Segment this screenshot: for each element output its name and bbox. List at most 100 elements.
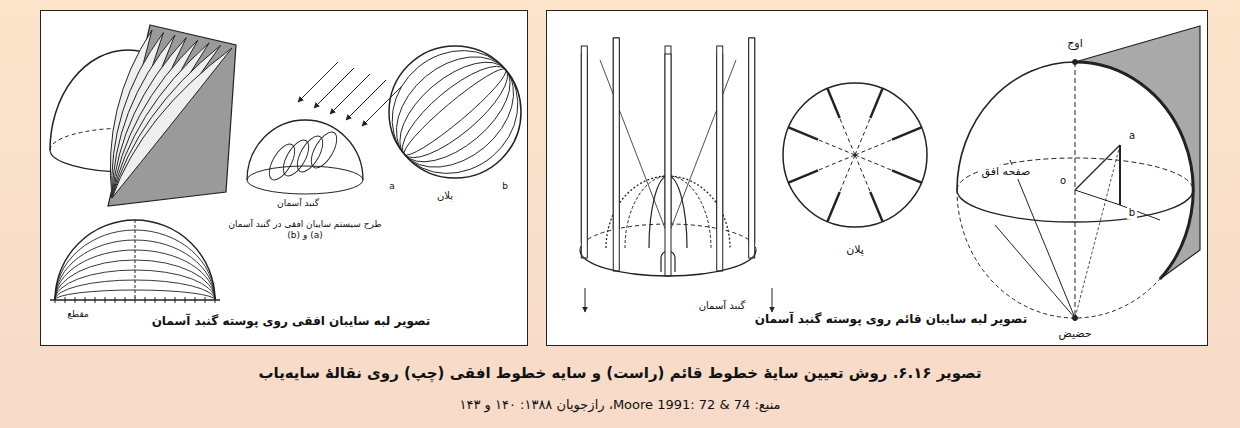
sun-ray (298, 62, 338, 102)
shells (110, 30, 232, 198)
dome-label: گنبد آسمان (275, 198, 321, 209)
tick (175, 297, 176, 303)
sun-ray (330, 74, 370, 114)
rod-shadow (827, 192, 839, 222)
rod-shadow (827, 88, 839, 118)
tick (165, 297, 166, 303)
sun-ray (314, 68, 354, 108)
shade-loop (292, 132, 328, 176)
down-arrow (772, 288, 773, 312)
nadir-label: حضیض (1056, 327, 1093, 340)
section-outline (55, 220, 215, 300)
rod-shadow (892, 127, 922, 139)
shade-loop (306, 128, 342, 172)
projection-line (600, 60, 668, 236)
vertical-shade-plane (1075, 26, 1200, 279)
mini-dome (247, 62, 402, 194)
ray-line (1120, 205, 1160, 220)
tick (215, 297, 216, 303)
dome-label: گنبد آسمان (697, 300, 748, 312)
vertical-rod (749, 38, 755, 258)
vertical-rod (613, 38, 619, 271)
tick (65, 297, 66, 303)
section-label: مقطع (65, 309, 91, 320)
vertical-rod (581, 46, 587, 258)
tick (155, 297, 156, 303)
nadir-point (1073, 316, 1078, 321)
projection-line (995, 225, 1075, 318)
tick (205, 297, 206, 303)
shade-plane (108, 25, 236, 206)
tick (115, 297, 116, 303)
radial-line (818, 155, 855, 170)
shade-loop (264, 140, 300, 184)
shade-shell (112, 48, 232, 198)
scheme-note: طرح سیستم سایبان افقی در گنبد آسمان (a) … (223, 219, 387, 241)
plan-arc (383, 44, 528, 181)
radial-line (840, 118, 855, 155)
sun-ray (362, 86, 402, 126)
tick (195, 297, 196, 303)
ray-line (1075, 145, 1120, 190)
plan-label: پلان (844, 243, 866, 256)
zenith-point (1073, 60, 1078, 65)
panel-caption: تصویر لبه سایبان افقی روی پوسته گنبد آسم… (152, 314, 431, 328)
vertical-edge (1119, 145, 1121, 205)
rod-shadow (870, 88, 882, 118)
axis (135, 220, 136, 300)
dome-with-shells (50, 25, 236, 206)
tick (85, 297, 86, 303)
vertical-rod (717, 46, 723, 271)
down-arrow (585, 288, 586, 312)
source-note: منبع: Moore 1991: 72 & 74، رازجویان ۱۳۸۸… (459, 397, 780, 413)
point-letter: a (387, 181, 397, 192)
radial-line (855, 140, 892, 155)
rods-front (581, 38, 754, 276)
figure-panel: تصویر لبه سایبان افقی روی پوسته گنبد آسم… (40, 10, 528, 346)
horizon-label: صفحه افق (980, 165, 1033, 178)
rod-shadow (788, 170, 818, 182)
dome-outline (247, 120, 363, 180)
tick (125, 297, 126, 303)
projection-line (1075, 145, 1120, 318)
plan-arc (375, 34, 535, 189)
radial-line (855, 155, 870, 192)
tick (95, 297, 96, 303)
tick (75, 297, 76, 303)
plan-arc (398, 62, 512, 162)
point-letter: o (1058, 175, 1068, 187)
plan-outline (783, 83, 927, 227)
tick (145, 297, 146, 303)
plan-circle (783, 83, 927, 227)
projection-line (1010, 160, 1075, 318)
shade-edge-arc (1075, 62, 1193, 279)
projection-line (668, 60, 736, 236)
figure-panel: تصویر لبه سایبان قائم روی پوسته گنبد آسم… (546, 10, 1208, 346)
base-front (580, 250, 772, 312)
panel-caption: تصویر لبه سایبان قائم روی پوسته گنبد آسم… (755, 312, 1027, 326)
tick (185, 297, 186, 303)
plan-arcs (367, 25, 543, 199)
plan-arc (367, 25, 543, 199)
rod-shadow (870, 192, 882, 222)
plan-label: پلان (435, 190, 455, 202)
shade-loop (278, 136, 314, 180)
section-protractor (50, 220, 220, 303)
point-letter: b (1127, 207, 1137, 219)
tick (55, 297, 56, 303)
vertical-rod (665, 54, 671, 276)
panel-ground (546, 10, 1208, 346)
point-letter: b (500, 181, 510, 192)
rod-shadow (892, 170, 922, 182)
sky-dome-section (957, 26, 1200, 321)
point-letter: a (1127, 130, 1137, 142)
dome-base (247, 166, 363, 194)
ray-line (1075, 190, 1120, 205)
base-front-arc (580, 250, 756, 276)
figure-caption: تصویر ۶.۱۶. روش تعیین سایهٔ خطوط قائم (ر… (258, 364, 981, 382)
rod-shadow (788, 127, 818, 139)
tick (105, 297, 106, 303)
sun-ray (346, 80, 386, 120)
